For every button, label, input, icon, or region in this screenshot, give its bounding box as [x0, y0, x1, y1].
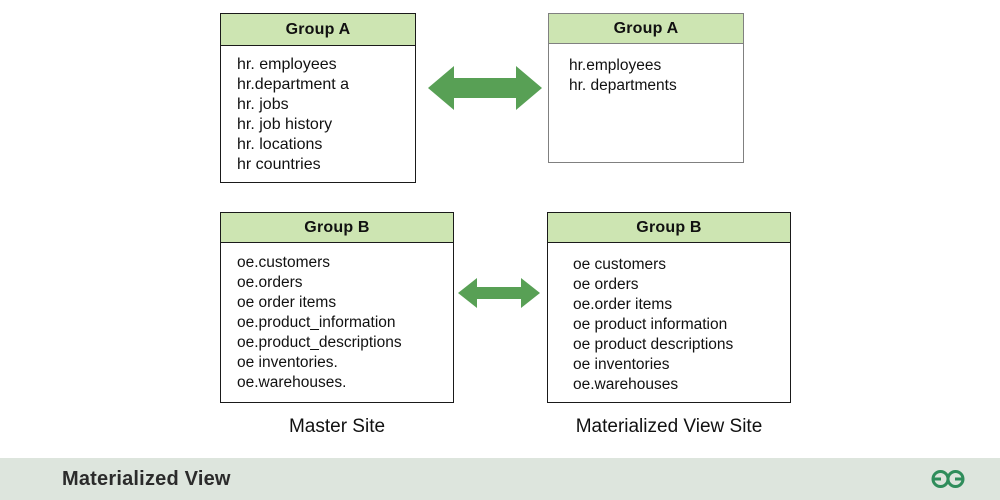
geeksforgeeks-logo-icon: [928, 466, 968, 492]
list-item: oe inventories: [573, 356, 670, 373]
group-b-mv-header: Group B: [548, 213, 790, 243]
group-a-master-header: Group A: [221, 14, 415, 46]
list-item: oe order items: [237, 294, 337, 311]
group-a-master-items: hr. employees hr.department a hr. jobs h…: [221, 46, 415, 175]
list-item: oe.product_descriptions: [237, 334, 402, 351]
list-item: oe.product_information: [237, 314, 396, 331]
list-item: oe inventories.: [237, 354, 338, 371]
list-item: oe product descriptions: [573, 336, 734, 353]
list-item: oe.orders: [237, 274, 303, 291]
list-item: oe product information: [573, 316, 728, 333]
group-a-mv-box: Group A hr.employees hr. departments: [548, 13, 744, 163]
footer-bar: Materialized View: [0, 458, 1000, 500]
double-headed-arrow-icon: [428, 62, 542, 114]
footer-title: Materialized View: [62, 467, 231, 490]
group-b-mv-box: Group B oe customers oe orders oe.order …: [547, 212, 791, 403]
list-item: hr. jobs: [237, 96, 289, 113]
group-a-mv-header: Group A: [549, 14, 743, 44]
list-item: hr.employees: [569, 57, 662, 74]
group-b-master-box: Group B oe.customers oe.orders oe order …: [220, 212, 454, 403]
list-item: oe orders: [573, 276, 639, 293]
group-b-mv-items: oe customers oe orders oe.order items oe…: [548, 243, 790, 395]
list-item: hr.department a: [237, 76, 350, 93]
list-item: hr. job history: [237, 116, 333, 133]
caption-materialized-view-site: Materialized View Site: [575, 416, 763, 437]
double-headed-arrow-icon: [458, 275, 540, 311]
list-item: hr countries: [237, 156, 321, 173]
list-item: hr. locations: [237, 136, 323, 153]
list-item: oe.order items: [573, 296, 673, 313]
group-b-master-header: Group B: [221, 213, 453, 243]
group-b-master-items: oe.customers oe.orders oe order items oe…: [221, 243, 453, 393]
list-item: hr. departments: [569, 77, 677, 94]
list-item: oe.warehouses.: [237, 374, 347, 391]
list-item: oe.warehouses: [573, 376, 679, 393]
list-item: oe customers: [573, 256, 667, 273]
list-item: hr. employees: [237, 56, 337, 73]
group-a-master-box: Group A hr. employees hr.department a hr…: [220, 13, 416, 183]
caption-master-site: Master Site: [288, 416, 386, 437]
group-a-mv-items: hr.employees hr. departments: [549, 44, 743, 96]
list-item: oe.customers: [237, 254, 331, 271]
